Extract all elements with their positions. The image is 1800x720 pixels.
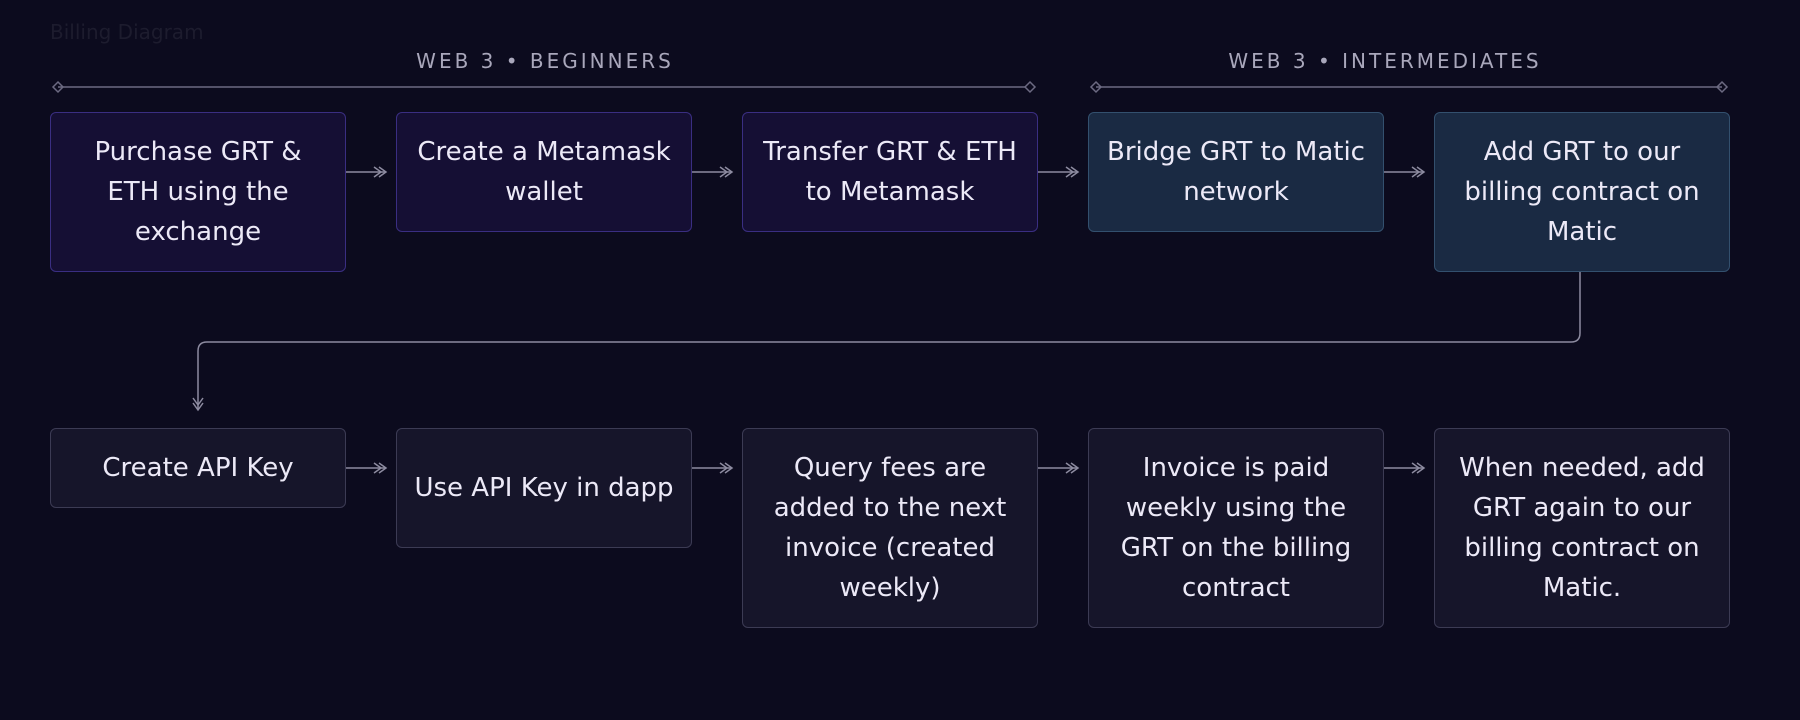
step-add-grt-billing: Add GRT to our billing contract on Matic <box>1434 112 1730 272</box>
step-use-api-key: Use API Key in dapp <box>396 428 692 548</box>
step-invoice-paid: Invoice is paid weekly using the GRT on … <box>1088 428 1384 628</box>
section-label-beginners: WEB 3 • BEGINNERS <box>416 49 674 73</box>
wrap-connector <box>197 271 1581 410</box>
bracket-diamond-left <box>51 80 65 94</box>
arrow-head <box>192 397 204 412</box>
arrow-head <box>719 166 734 178</box>
bracket-diamond-left <box>1089 80 1103 94</box>
arrow-head <box>1411 462 1426 474</box>
bracket-diamond-right <box>1715 80 1729 94</box>
arrow-head <box>1065 462 1080 474</box>
arrow-head <box>1411 166 1426 178</box>
step-add-grt-again: When needed, add GRT again to our billin… <box>1434 428 1730 628</box>
step-purchase-grt-eth: Purchase GRT & ETH using the exchange <box>50 112 346 272</box>
step-transfer-to-metamask: Transfer GRT & ETH to Metamask <box>742 112 1038 232</box>
step-create-metamask-wallet: Create a Metamask wallet <box>396 112 692 232</box>
arrow-head <box>1065 166 1080 178</box>
diagram-title: Billing Diagram <box>50 20 204 44</box>
arrow-head <box>719 462 734 474</box>
bracket-diamond-right <box>1023 80 1037 94</box>
step-bridge-to-matic: Bridge GRT to Matic network <box>1088 112 1384 232</box>
step-query-fees: Query fees are added to the next invoice… <box>742 428 1038 628</box>
section-label-intermediates: WEB 3 • INTERMEDIATES <box>1228 49 1542 73</box>
arrow-head <box>373 166 388 178</box>
step-create-api-key: Create API Key <box>50 428 346 508</box>
arrow-head <box>373 462 388 474</box>
